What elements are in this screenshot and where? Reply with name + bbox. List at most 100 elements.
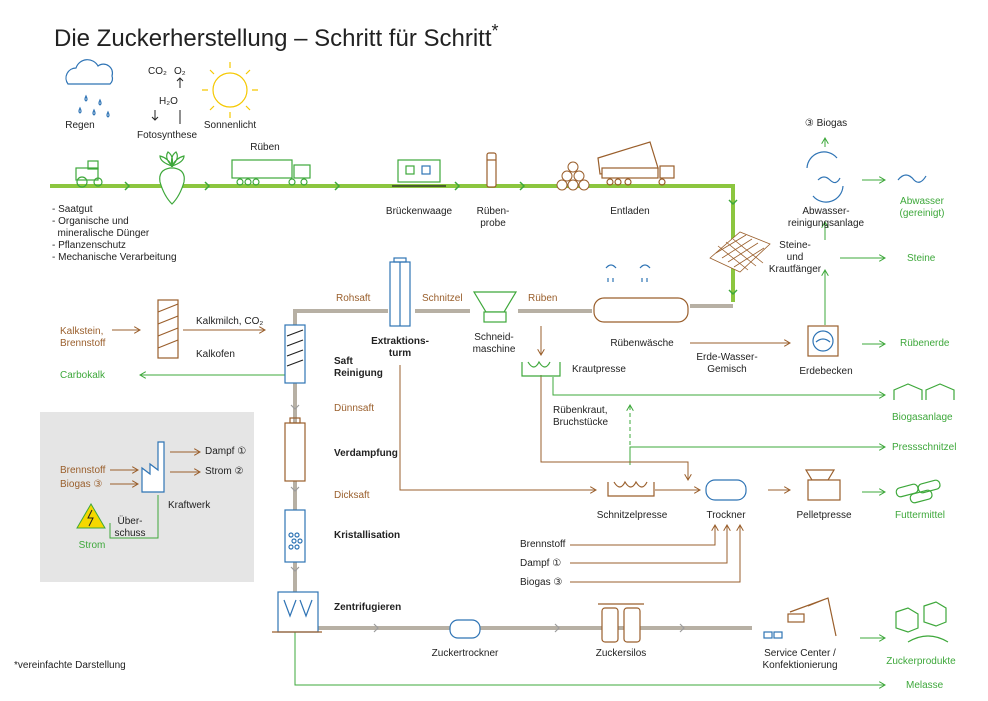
pulp-press-icon: [607, 480, 655, 497]
sample-probe-icon: [486, 152, 497, 188]
power-plant-panel: [40, 412, 254, 582]
factory-icon: [141, 441, 165, 493]
label-beet-soil: Rübenerde: [900, 338, 950, 349]
label-sunlight: Sonnenlicht: [203, 120, 257, 131]
label-pellet-press: Pelletpresse: [796, 510, 852, 521]
juice-purification-tower-icon: [284, 324, 306, 384]
stone-catcher-grid-icon: [709, 231, 771, 273]
label-biogas-plant: Biogasanlage: [892, 412, 953, 423]
label-cutter: Schneid- maschine: [472, 332, 516, 355]
label-soil-basin: Erdebecken: [799, 366, 853, 377]
label-service-center: Service Center / Konfektionierung: [762, 648, 838, 671]
photosynthesis-icon: [151, 77, 184, 124]
truck-icon: [231, 159, 311, 186]
label-h2o: H₂O: [159, 96, 178, 107]
label-sugar-products: Zuckerprodukte: [886, 656, 956, 667]
label-stone-catcher: Steine- und Krautfänger: [768, 240, 822, 275]
beet-washer-icon: [593, 264, 689, 323]
kraut-press-icon: [521, 360, 561, 377]
delivery-chevrons: [124, 181, 738, 296]
field-input-item: - Saatgut: [52, 204, 93, 215]
label-carbokalk: Carbokalk: [60, 370, 106, 381]
label-kraut-press: Krautpresse: [572, 364, 626, 375]
label-centrifuge: Zentrifugieren: [334, 602, 402, 613]
label-wastewater-plant: Abwasser- reinigungsanlage: [787, 206, 865, 229]
label-animal-feed: Futtermittel: [894, 510, 946, 521]
soil-basin-icon: [807, 325, 839, 357]
pellet-press-icon: [804, 469, 841, 501]
label-beets: Rüben: [528, 293, 558, 304]
label-lime-kiln: Kalkofen: [196, 349, 235, 360]
label-photosynthesis: Fotosynthese: [136, 130, 198, 141]
label-limestone-fuel: Kalkstein, Brennstoff: [60, 326, 106, 349]
label-power-fuel: Brennstoff: [60, 465, 106, 476]
field-input-item: - Mechanische Verarbeitung: [52, 252, 177, 263]
label-unload: Entladen: [610, 206, 650, 217]
sugar-silos-icon: [598, 603, 644, 643]
label-clean-wastewater: Abwasser (gereinigt): [899, 196, 945, 219]
weighbridge-icon: [392, 159, 446, 187]
clean-water-icon: [897, 174, 927, 183]
process-chevrons: [290, 404, 685, 633]
label-evaporation: Verdampfung: [334, 448, 398, 459]
sugar-dryer-icon: [449, 619, 481, 639]
rain-cloud-icon: [65, 59, 114, 118]
beet-pile-icon: [556, 161, 590, 191]
tipping-truck-icon: [597, 141, 675, 186]
sun-icon: [202, 62, 258, 118]
label-dryer-fuel: Brennstoff: [520, 539, 566, 550]
cutter-icon: [472, 291, 518, 323]
label-lime-milk: Kalkmilch, CO₂: [196, 316, 264, 327]
green-flow-arrows: [109, 138, 885, 685]
label-sugar-silos: Zuckersilos: [595, 648, 647, 659]
label-weighbridge: Brückenwaage: [385, 206, 453, 217]
label-beet-sample: Rüben- probe: [476, 206, 510, 229]
label-thick-juice: Dicksaft: [334, 490, 370, 501]
evaporator-icon: [284, 417, 306, 482]
sugar-beet-icon: [159, 151, 185, 205]
label-soil-water-mix: Erde-Wasser- Gemisch: [696, 352, 758, 375]
crystallizer-icon: [284, 509, 306, 563]
label-o2: O₂: [174, 66, 186, 77]
label-stones: Steine: [907, 253, 936, 264]
packaging-crane-icon: [763, 597, 837, 639]
label-electricity-2: Strom ②: [205, 466, 244, 477]
label-biogas-3: ③ Biogas: [804, 118, 848, 129]
brown-flow-arrows: [110, 326, 790, 583]
label-power-biogas: Biogas ③: [60, 479, 103, 490]
label-juice-purification: Saft Reinigung: [334, 356, 383, 379]
label-steam-1: Dampf ①: [205, 446, 247, 457]
centrifuge-icon: [272, 591, 322, 633]
label-co2: CO₂: [148, 66, 167, 77]
label-raw-juice: Rohsaft: [336, 293, 371, 304]
label-crystallization: Kristallisation: [334, 530, 401, 541]
lime-kiln-icon: [157, 299, 179, 359]
label-rain: Regen: [65, 120, 95, 131]
label-sugar-dryer: Zuckertrockner: [431, 648, 499, 659]
dryer-icon: [705, 479, 747, 501]
field-input-item: - Organische und mineralische Dünger: [52, 216, 150, 239]
label-pressed-pulp: Pressschnitzel: [892, 442, 957, 453]
footnote: *vereinfachte Darstellung: [14, 660, 126, 671]
sugar-cubes-icon: [895, 601, 949, 643]
label-beet-truck: Rüben: [250, 142, 280, 153]
label-pulp-press: Schnitzelpresse: [596, 510, 668, 521]
label-power-plant: Kraftwerk: [168, 500, 211, 511]
biogas-plant-icon: [893, 383, 955, 400]
label-cossettes: Schnitzel: [422, 293, 463, 304]
label-dryer: Trockner: [706, 510, 746, 521]
label-dryer-steam: Dampf ①: [520, 558, 562, 569]
feed-pellets-icon: [895, 479, 941, 504]
label-extraction-tower: Extraktions- turm: [371, 336, 429, 359]
extraction-tower-icon: [389, 257, 411, 327]
label-surplus: Über- schuss: [114, 516, 146, 539]
label-beet-leaves: Rübenkraut, Bruchstücke: [553, 405, 609, 428]
label-grid-electricity: Strom: [78, 540, 106, 551]
label-dryer-biogas: Biogas ③: [520, 577, 563, 588]
label-beet-wash: Rübenwäsche: [610, 338, 674, 349]
wastewater-plant-icon: [806, 151, 844, 203]
label-molasses: Melasse: [906, 680, 944, 691]
field-input-item: - Pflanzenschutz: [52, 240, 126, 251]
